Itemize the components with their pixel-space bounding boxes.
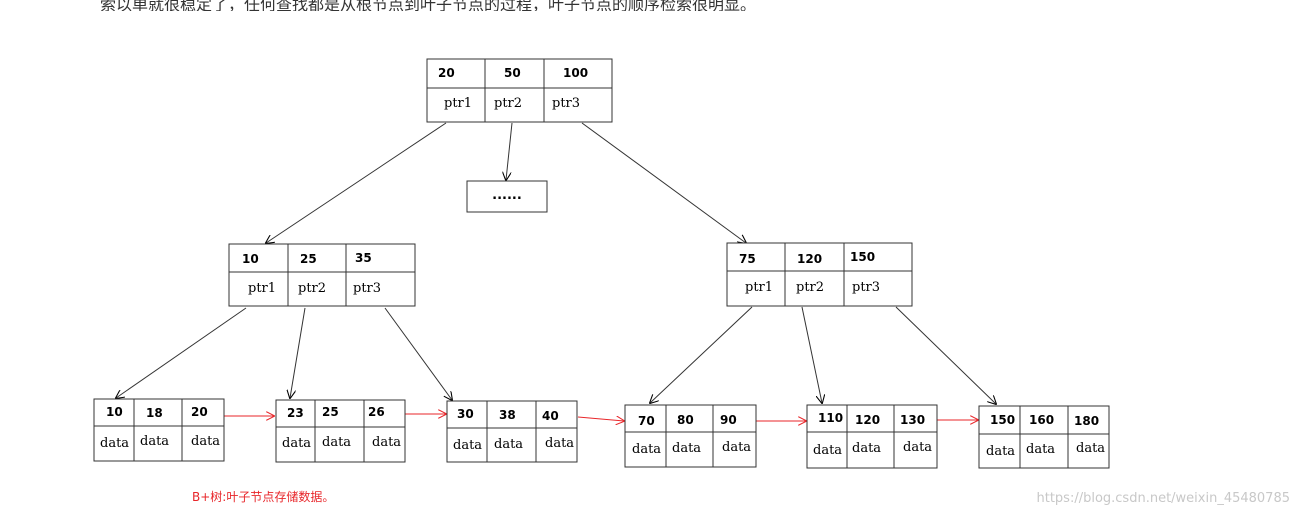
leaf-3-data-1: data — [453, 438, 482, 453]
leaf-6-data-3: data — [1076, 441, 1105, 456]
leaf-1-key-2: 18 — [146, 406, 163, 420]
middle-ellipsis: ...... — [492, 188, 522, 203]
tree-edges — [116, 122, 996, 404]
edge-right-ptr3 — [895, 306, 996, 404]
root-key-2: 50 — [504, 66, 521, 80]
left-ptr-3: ptr3 — [353, 281, 381, 296]
right-key-2: 120 — [797, 252, 822, 266]
leaf-6-key-3: 180 — [1074, 414, 1099, 428]
leaf-3-key-1: 30 — [457, 407, 474, 421]
edge-root-ptr1 — [266, 122, 447, 243]
leaf-5-key-2: 120 — [855, 413, 880, 427]
right-ptr-2: ptr2 — [796, 280, 824, 295]
right-internal-node: 75 120 150 ptr1 ptr2 ptr3 — [726, 242, 913, 307]
leaf-4-key-3: 90 — [720, 413, 737, 427]
left-ptr-2: ptr2 — [298, 281, 326, 296]
left-key-1: 10 — [242, 252, 259, 266]
leaf-2-data-3: data — [372, 435, 401, 450]
leaf-3-key-2: 38 — [499, 408, 516, 422]
edge-root-ptr2 — [506, 122, 513, 180]
leaf-2-key-3: 26 — [368, 405, 385, 419]
leaf-1-key-1: 10 — [106, 405, 123, 419]
root-key-3: 100 — [563, 66, 588, 80]
left-key-3: 35 — [355, 251, 372, 265]
leaf-4-data-3: data — [722, 440, 751, 455]
root-ptr-2: ptr2 — [494, 96, 522, 111]
right-key-1: 75 — [739, 252, 756, 266]
leaf-links — [224, 414, 978, 421]
leaf-node-4: 70 80 90 data data data — [624, 404, 757, 468]
leaf-6-key-2: 160 — [1029, 413, 1054, 427]
middle-node: ...... — [466, 180, 548, 213]
leaf-2-data-1: data — [282, 436, 311, 451]
leaf-link-3 — [577, 417, 624, 421]
leaf-1-data-3: data — [191, 434, 220, 449]
root-ptr-1: ptr1 — [444, 96, 472, 111]
leaf-node-2: 23 25 26 data data data — [275, 399, 406, 463]
root-ptr-3: ptr3 — [552, 96, 580, 111]
root-node: 20 50 100 ptr1 ptr2 ptr3 — [426, 58, 613, 123]
leaf-5-data-3: data — [903, 440, 932, 455]
leaf-2-key-1: 23 — [287, 406, 304, 420]
leaf-4-data-2: data — [672, 441, 701, 456]
leaf-node-1: 10 18 20 data data data — [93, 398, 225, 462]
edge-left-ptr3 — [384, 307, 452, 400]
edge-right-ptr1 — [650, 306, 753, 403]
left-ptr-1: ptr1 — [248, 281, 276, 296]
right-ptr-3: ptr3 — [852, 280, 880, 295]
watermark: https://blog.csdn.net/weixin_45480785 — [1036, 491, 1290, 506]
leaf-1-data-1: data — [100, 436, 129, 451]
edge-left-ptr1 — [116, 307, 247, 398]
leaf-4-data-1: data — [632, 442, 661, 457]
edge-left-ptr2 — [290, 307, 306, 398]
leaf-2-key-2: 25 — [322, 405, 339, 419]
leaf-5-key-3: 130 — [900, 413, 925, 427]
left-internal-node: 10 25 35 ptr1 ptr2 ptr3 — [228, 243, 416, 307]
leaf-5-data-2: data — [852, 441, 881, 456]
root-key-1: 20 — [438, 66, 455, 80]
edge-root-ptr3 — [581, 122, 746, 243]
top-text: 索以单就很稳定了，任何查找都是从根节点到叶子节点的过程，叶子节点的顺序检索很明显… — [100, 0, 757, 11]
leaf-3-data-3: data — [545, 436, 574, 451]
leaf-node-5: 110 120 130 data data data — [806, 404, 938, 469]
leaf-1-key-3: 20 — [191, 405, 208, 419]
leaf-6-data-1: data — [986, 444, 1015, 459]
leaf-5-data-1: data — [813, 443, 842, 458]
leaf-3-key-3: 40 — [542, 409, 559, 423]
left-key-2: 25 — [300, 252, 317, 266]
leaf-3-data-2: data — [494, 437, 523, 452]
leaf-6-data-2: data — [1026, 442, 1055, 457]
diagram-caption: B+树:叶子节点存储数据。 — [192, 490, 335, 504]
right-key-3: 150 — [850, 250, 875, 264]
right-ptr-1: ptr1 — [745, 280, 773, 295]
leaf-node-3: 30 38 40 data data data — [446, 400, 578, 463]
leaf-4-key-1: 70 — [638, 414, 655, 428]
leaf-5-key-1: 110 — [818, 411, 843, 425]
edge-right-ptr2 — [801, 306, 822, 403]
leaf-node-6: 150 160 180 data data data — [978, 405, 1110, 469]
leaf-2-data-2: data — [322, 435, 351, 450]
leaf-6-key-1: 150 — [990, 413, 1015, 427]
leaf-4-key-2: 80 — [677, 413, 694, 427]
leaf-1-data-2: data — [140, 434, 169, 449]
